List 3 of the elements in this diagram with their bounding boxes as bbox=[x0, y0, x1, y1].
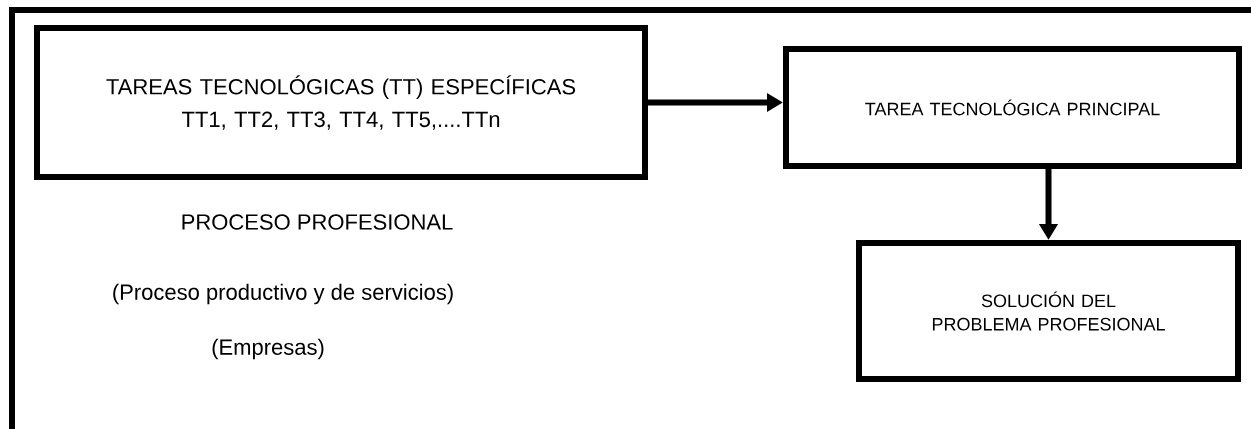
process-box: TAREAS TECNOLÓGICAS (TT) ESPECÍFICAS TT1, TT2, TT3, TT4, TT5,....TTn bbox=[34, 25, 648, 180]
process-box: SOLUCIÓN DEL PROBLEMA PROFESIONAL bbox=[856, 240, 1241, 382]
process-box: TAREA TECNOLÓGICA PRINCIPAL bbox=[783, 46, 1242, 169]
